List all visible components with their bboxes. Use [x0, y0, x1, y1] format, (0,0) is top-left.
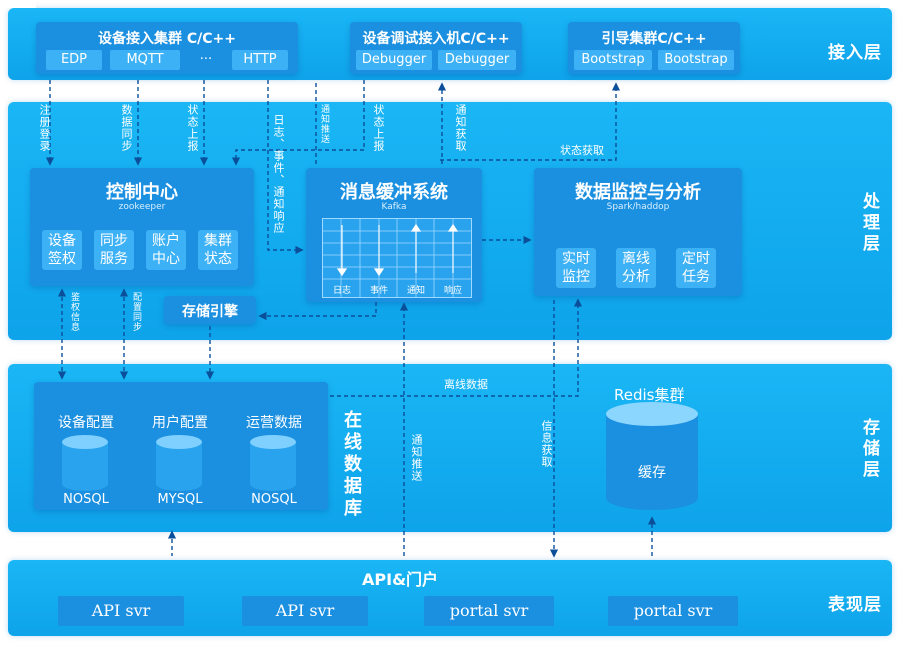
- chip-bootstrap-2: Bootstrap: [658, 50, 734, 70]
- data-monitor-analysis: 数据监控与分析 Spark/haddop 实时 监控 离线 分析 定时 任务: [534, 168, 742, 296]
- control-center: 控制中心 zookeeper 设备 签权 同步 服务 账户 中心 集群 状态: [30, 168, 254, 286]
- kafka-cell-event: 事件: [369, 286, 388, 296]
- db-cylinders: [62, 435, 296, 491]
- database-icon: [606, 402, 698, 510]
- control-center-title: 控制中心: [106, 182, 178, 203]
- tile-cluster-status: 集群 状态: [198, 230, 238, 270]
- chip-edp: EDP: [46, 50, 102, 70]
- database-icon: [62, 435, 108, 491]
- storage-engine-title: 存储引擎: [182, 304, 238, 320]
- flow-label-info-get-2: 信息获取: [540, 420, 553, 468]
- message-buffer-title: 消息缓冲系统: [340, 182, 448, 203]
- bootstrap-cluster-title: 引导集群C/C++: [601, 31, 707, 47]
- chip-mqtt: MQTT: [110, 50, 180, 70]
- storage-engine: 存储引擎: [164, 296, 256, 324]
- flow-label-status-report-2: 状态上报: [372, 104, 385, 152]
- flow-label-offline-data: 离线数据: [444, 378, 488, 391]
- redis-title: Redis集群: [614, 386, 685, 404]
- access-layer-label: 接入层: [828, 43, 882, 63]
- tile-device-auth: 设备 签权: [42, 230, 82, 270]
- kafka-grid: 日志 事件 通知 响应: [322, 218, 472, 298]
- flow-label-status-get: 状态获取: [560, 144, 604, 157]
- portal-svr-1: portal svr: [424, 596, 554, 626]
- message-buffer-system: 消息缓冲系统 Kafka 日志 事件 通知 响应: [306, 168, 482, 302]
- tile-account-center: 账户 中心: [146, 230, 186, 270]
- database-icon: [156, 435, 202, 491]
- presentation-layer-label: 表现层: [828, 595, 882, 615]
- online-db-title: 在线数据库: [341, 410, 362, 520]
- debug-access-machine: 设备调试接入机C/C++ Debugger Debugger: [350, 22, 522, 74]
- flow-label-log-event-notify: 日志、事件、通知响应: [272, 114, 285, 234]
- api-svr-2: API svr: [242, 596, 368, 626]
- db-type-nosql-2: NOSQL: [251, 492, 297, 507]
- online-database: 设备配置 用户配置 运营数据 NOSQL MYSQL NOSQL: [34, 382, 328, 510]
- chip-ellipsis: ···: [199, 52, 213, 67]
- kafka-cell-response: 响应: [443, 286, 462, 296]
- api-svr-1: API svr: [58, 596, 184, 626]
- bootstrap-cluster: 引导集群C/C++ Bootstrap Bootstrap: [568, 22, 740, 74]
- corner-patch-top-left: [0, 0, 36, 8]
- flow-label-status-report-1: 状态上报: [186, 104, 199, 152]
- control-center-sub: zookeeper: [118, 202, 166, 212]
- flow-label-notify-push-1: 通知推送: [319, 104, 329, 144]
- flow-label-notify-push-2: 通知推送: [410, 434, 423, 482]
- portal-svr-2: portal svr: [608, 596, 738, 626]
- chip-debugger-1: Debugger: [356, 50, 432, 70]
- data-monitor-sub: Spark/haddop: [606, 202, 670, 212]
- chip-bootstrap-1: Bootstrap: [574, 50, 652, 70]
- corner-patch-top-right: [880, 0, 904, 8]
- db-type-nosql-1: NOSQL: [63, 492, 109, 507]
- device-access-cluster: 设备接入集群 C/C++ EDP MQTT ··· HTTP: [36, 22, 298, 74]
- flow-label-api-auth: API签权信息: [658, 542, 720, 555]
- db-label-ops-data: 运营数据: [246, 415, 302, 431]
- flow-label-config-sync: 配置同步: [131, 292, 141, 332]
- chip-debugger-2: Debugger: [438, 50, 516, 70]
- flow-label-data-sync: 数据同步: [120, 104, 133, 152]
- device-access-cluster-title: 设备接入集群 C/C++: [98, 31, 236, 47]
- debug-access-machine-title: 设备调试接入机C/C++: [362, 31, 510, 47]
- redis-cache-label: 缓存: [638, 465, 666, 481]
- tile-sync-service: 同步 服务: [94, 230, 134, 270]
- chip-http: HTTP: [232, 50, 288, 70]
- tile-offline-analysis: 离线 分析: [616, 248, 656, 288]
- db-label-user-config: 用户配置: [152, 415, 208, 431]
- data-monitor-title: 数据监控与分析: [575, 182, 701, 203]
- message-buffer-sub: Kafka: [381, 202, 407, 212]
- kafka-grid-lines: [323, 219, 471, 297]
- database-icon: [250, 435, 296, 491]
- processing-layer-label: 处理层: [859, 192, 879, 255]
- redis-cylinder: [606, 402, 698, 510]
- flow-label-notify-get: 通知获取: [454, 104, 467, 152]
- tile-realtime-monitor: 实时 监控: [556, 248, 596, 288]
- storage-layer-label: 存储层: [859, 418, 879, 481]
- flow-label-register: 注册登录: [38, 104, 51, 152]
- flow-label-info-get-1: 信息获取: [180, 542, 224, 555]
- api-portal-title: API&门户: [362, 570, 439, 589]
- tile-scheduled-task: 定时 任务: [676, 248, 716, 288]
- db-type-mysql: MYSQL: [157, 492, 203, 507]
- kafka-cell-log: 日志: [332, 286, 351, 296]
- db-label-device-config: 设备配置: [58, 415, 114, 431]
- flow-label-auth-info: 鉴权信息: [69, 292, 79, 332]
- kafka-cell-notify: 通知: [406, 286, 425, 296]
